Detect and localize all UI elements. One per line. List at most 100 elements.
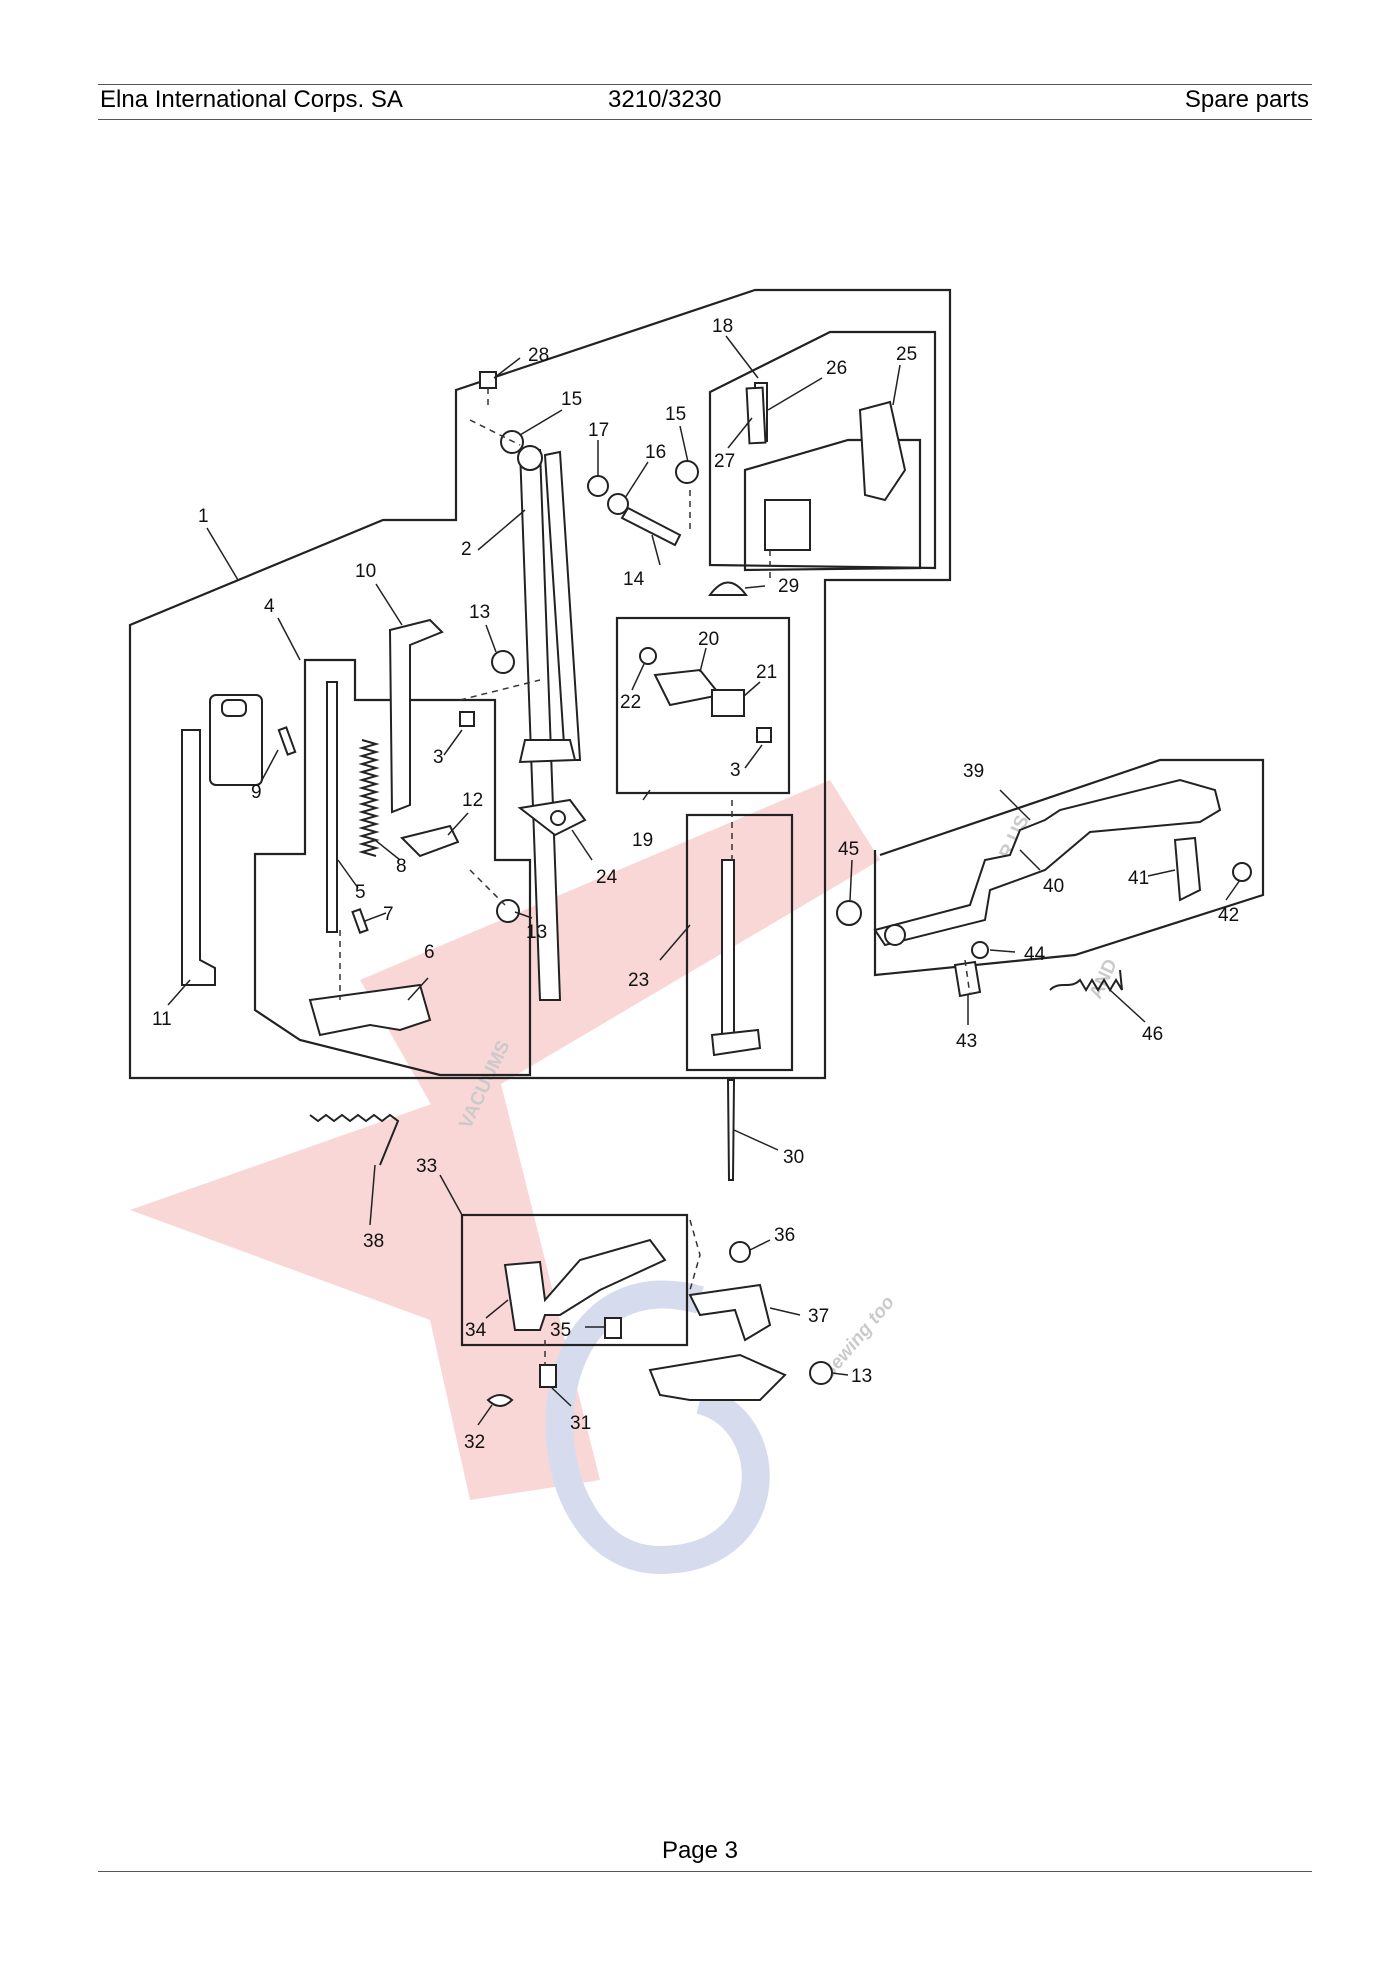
part-30-needle xyxy=(726,1079,736,1181)
part-9-pin xyxy=(277,726,297,756)
part-38-spring xyxy=(309,1113,400,1166)
leader-20 xyxy=(699,647,707,673)
part-27-link xyxy=(745,386,767,445)
part-17-washer xyxy=(587,475,609,497)
leader-33 xyxy=(439,1174,463,1216)
label-37: 37 xyxy=(808,1306,829,1327)
leader-41 xyxy=(1147,869,1176,877)
leader-1 xyxy=(206,527,239,581)
label-39: 39 xyxy=(963,761,984,782)
label-31: 31 xyxy=(570,1413,591,1434)
label-4: 4 xyxy=(264,596,275,617)
leader-6 xyxy=(407,977,429,1001)
part-21-block xyxy=(711,689,745,717)
label-34: 34 xyxy=(465,1320,487,1341)
part-43-pin xyxy=(953,960,982,998)
part-5-presser-bar xyxy=(326,681,338,933)
label-2: 2 xyxy=(461,539,472,560)
label-17: 17 xyxy=(588,420,609,441)
part-13-screw-a xyxy=(491,650,515,674)
leader-14 xyxy=(651,534,661,566)
label-16: 16 xyxy=(645,442,666,463)
leader-37 xyxy=(769,1307,801,1316)
leader-39 xyxy=(999,789,1031,821)
label-10: 10 xyxy=(355,561,376,582)
part-39-lever xyxy=(873,778,1222,947)
dash-3a xyxy=(459,679,541,701)
dash-43 xyxy=(964,959,971,996)
label-13b: 13 xyxy=(526,922,547,943)
leader-44 xyxy=(989,949,1016,953)
part-28-setscrew xyxy=(479,371,497,389)
watermark-red-arrow xyxy=(130,1080,600,1500)
label-9: 9 xyxy=(251,782,262,803)
part-13-screw-b xyxy=(496,899,520,923)
label-6: 6 xyxy=(424,942,435,963)
header-company: Elna International Corps. SA xyxy=(100,86,403,113)
dash-33 xyxy=(689,1219,701,1291)
part-22-screw xyxy=(639,647,657,665)
part-23-clamp xyxy=(710,1028,762,1057)
leader-3b xyxy=(744,744,763,769)
label-44: 44 xyxy=(1024,944,1046,965)
label-45: 45 xyxy=(838,839,859,860)
label-7: 7 xyxy=(383,904,394,925)
label-38: 38 xyxy=(363,1231,384,1252)
part-14-shaft xyxy=(620,506,682,547)
leader-2 xyxy=(477,509,526,551)
part-3-setscrew-b xyxy=(756,727,772,743)
label-1: 1 xyxy=(198,506,209,527)
label-20: 20 xyxy=(698,629,719,650)
part-29-cap xyxy=(708,581,748,596)
leader-21 xyxy=(743,681,761,697)
part-2-foot xyxy=(518,739,577,764)
part-45-washer xyxy=(836,900,862,926)
label-3b: 3 xyxy=(730,760,741,781)
leader-lines xyxy=(167,335,1241,1426)
leader-5 xyxy=(337,859,359,889)
label-15b: 15 xyxy=(665,404,686,425)
label-42: 42 xyxy=(1218,905,1239,926)
leader-16 xyxy=(624,461,649,499)
leader-24 xyxy=(571,829,593,861)
leader-11 xyxy=(167,979,191,1006)
leader-22 xyxy=(631,663,645,691)
dash-13b xyxy=(469,869,506,906)
leader-28 xyxy=(493,357,521,379)
label-18: 18 xyxy=(712,316,733,337)
part-37-base xyxy=(648,1353,787,1401)
header-section: Spare parts xyxy=(1184,86,1309,113)
leader-15b xyxy=(679,425,689,463)
part-20-lever xyxy=(653,668,722,707)
part-25-crank xyxy=(858,400,907,502)
part-11-lifter xyxy=(181,729,216,986)
part-16-washer xyxy=(607,493,629,515)
leader-38 xyxy=(369,1164,376,1226)
watermark-red-band xyxy=(360,780,880,1120)
dash-15a xyxy=(469,419,521,446)
leader-23 xyxy=(659,924,691,961)
leader-10 xyxy=(375,583,403,626)
leader-13a xyxy=(485,624,497,653)
leader-9 xyxy=(261,749,279,781)
part-11-lifter-head xyxy=(209,694,263,786)
leader-18 xyxy=(725,335,759,379)
label-19: 19 xyxy=(632,830,653,851)
leader-29 xyxy=(744,585,766,589)
label-14: 14 xyxy=(623,569,645,590)
assembly-lines xyxy=(339,388,971,1365)
leader-15a xyxy=(519,409,563,436)
part-8-spring xyxy=(358,739,380,857)
label-22: 22 xyxy=(620,692,641,713)
part-10-plate xyxy=(388,618,444,814)
label-28: 28 xyxy=(528,345,549,366)
part-24-hole xyxy=(550,810,566,826)
leader-13b xyxy=(514,911,533,919)
leader-27 xyxy=(727,417,753,449)
label-15a: 15 xyxy=(561,389,582,410)
label-26: 26 xyxy=(826,358,847,379)
label-21: 21 xyxy=(756,662,777,683)
leader-36 xyxy=(749,1239,771,1251)
part-11-slot xyxy=(221,699,247,717)
label-13c: 13 xyxy=(851,1366,872,1387)
